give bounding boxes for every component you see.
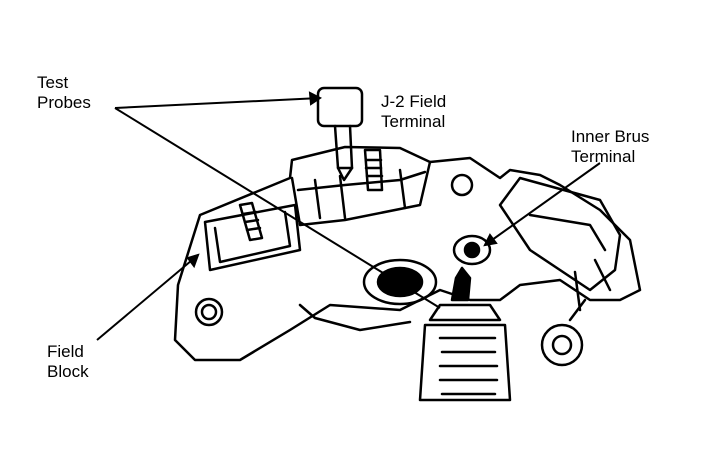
label-inner-brush-line2: Terminal bbox=[571, 147, 636, 166]
label-j2-field-line1: J-2 Field bbox=[381, 92, 447, 111]
label-field-block: Field Block bbox=[47, 342, 89, 382]
label-j2-field-line2: Terminal bbox=[381, 112, 446, 131]
left-mount-hole bbox=[194, 297, 224, 327]
left-stud bbox=[238, 201, 264, 242]
label-field-block-line1: Field bbox=[47, 342, 84, 361]
label-test-probes-line1: Test bbox=[37, 73, 69, 92]
label-test-probes: Test Probes bbox=[37, 73, 91, 113]
top-right-mount-hole bbox=[450, 173, 474, 197]
ring-terminal bbox=[540, 298, 587, 367]
left-pad bbox=[203, 203, 302, 272]
right-connector bbox=[498, 176, 622, 292]
bottom-test-probe bbox=[418, 266, 512, 402]
leader-inner-brush bbox=[484, 162, 601, 246]
leader-field-block bbox=[96, 254, 199, 341]
label-test-probes-line2: Probes bbox=[37, 93, 91, 112]
label-field-block-line2: Block bbox=[47, 362, 89, 381]
label-inner-brush-line1: Inner Brus bbox=[571, 127, 650, 146]
terminal-box bbox=[290, 160, 432, 227]
center-terminal bbox=[362, 258, 438, 306]
top-test-probe bbox=[316, 86, 364, 182]
housing-outline bbox=[173, 145, 642, 362]
label-inner-brush-terminal: Inner Brus Terminal bbox=[571, 127, 649, 167]
leader-test-probes-bottom bbox=[114, 107, 441, 309]
inner-brush-stud bbox=[452, 234, 492, 266]
leader-test-probes-top bbox=[114, 97, 321, 109]
label-j2-field-terminal: J-2 Field Terminal bbox=[381, 92, 446, 132]
j2-stud bbox=[363, 148, 384, 192]
